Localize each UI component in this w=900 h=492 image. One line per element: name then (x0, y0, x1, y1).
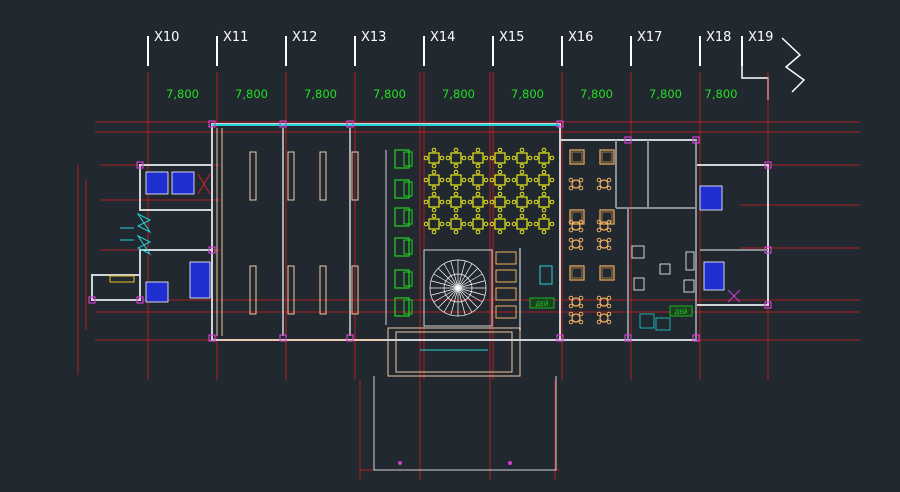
axis-label: X16 (568, 30, 593, 45)
counter-right: ДЕЙ (669, 305, 693, 317)
counter-right-label: ДЕЙ (675, 309, 688, 316)
green-seating-tables (385, 149, 413, 325)
axis-label: X18 (706, 30, 731, 45)
dimension-label: 7,800 (649, 87, 682, 101)
partition-bars (216, 128, 359, 336)
dimension-label: 7,800 (442, 87, 475, 101)
axis-label: X12 (292, 30, 317, 45)
break-line-corner (741, 40, 769, 100)
orange-dining-tables (568, 149, 615, 325)
dimension-label: 7,800 (235, 87, 268, 101)
structural-columns (88, 120, 772, 342)
exterior-walls (91, 123, 769, 341)
dimension-label: 7,800 (580, 87, 613, 101)
break-line-symbol (781, 37, 806, 93)
dimension-label: 7,800 (304, 87, 337, 101)
interior-walls (519, 140, 768, 340)
axis-label: X13 (361, 30, 386, 45)
counter-left-label: ДЕЙ (536, 301, 549, 308)
axis-label: X15 (499, 30, 524, 45)
axis-markers: X10 X11 X12 X13 X14 X15 X16 X17 X18 X19 (147, 30, 773, 66)
dimension-label: 7,800 (166, 87, 199, 101)
counter-left: ДЕЙ (529, 297, 555, 309)
dimension-label: 7,800 (511, 87, 544, 101)
equipment-blocks (145, 171, 741, 303)
axis-label: X19 (748, 30, 773, 45)
axis-label: X17 (637, 30, 662, 45)
atrium-rosette (423, 249, 493, 327)
axis-label: X10 (154, 30, 179, 45)
fan-units (109, 212, 152, 283)
restroom-fixtures (631, 245, 695, 331)
dimension-label: 7,800 (373, 87, 406, 101)
entry-canopy (373, 376, 557, 471)
dimension-labels: 7,800 7,800 7,800 7,800 7,800 7,800 7,800 7,800… (166, 87, 737, 101)
dimension-label: 7,800 (705, 87, 738, 101)
entry-stair (387, 327, 521, 377)
yellow-dining-tables (423, 147, 555, 319)
axis-label: X11 (223, 30, 248, 45)
axis-label: X14 (430, 30, 455, 45)
